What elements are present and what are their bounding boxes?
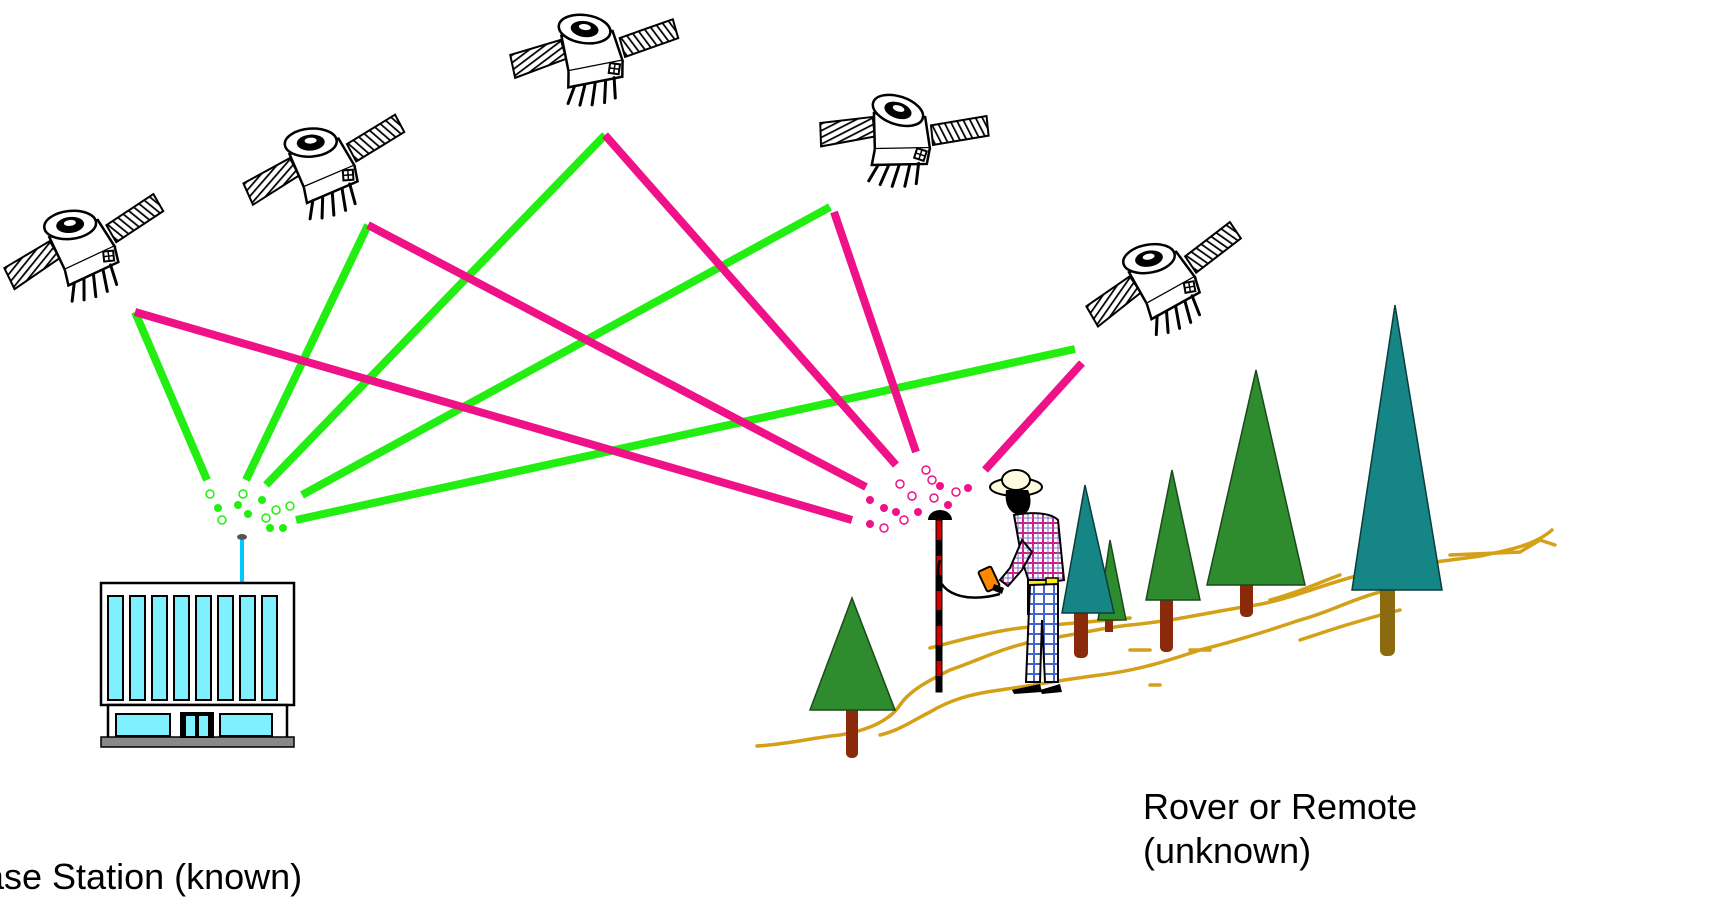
base-station-label: ase Station (known) — [0, 856, 303, 897]
satellite-icon — [0, 191, 174, 310]
tree-icon — [1351, 304, 1443, 656]
tree-icon — [808, 595, 897, 758]
satellite-icon — [1074, 219, 1257, 348]
base-signal-dots — [205, 489, 295, 532]
rover-signal-lines — [133, 132, 1085, 524]
rover-label-line1: Rover or Remote — [1143, 786, 1418, 827]
gps-antenna-pole-icon — [928, 510, 1001, 693]
satellite-icon — [806, 66, 996, 214]
tree-icon — [1061, 484, 1115, 658]
rover-signal-dots — [866, 465, 972, 533]
base-station-building-icon — [99, 534, 296, 748]
satellite-icon — [503, 0, 683, 119]
satellite-icon — [237, 112, 412, 225]
rover-label: Rover or Remote (unknown) — [1143, 785, 1417, 873]
rover-label-line2: (unknown) — [1143, 830, 1312, 871]
tree-icon — [1145, 469, 1201, 652]
surveyor-icon — [977, 469, 1066, 694]
tree-icon — [1206, 369, 1306, 617]
base-signal-lines — [131, 132, 1076, 524]
